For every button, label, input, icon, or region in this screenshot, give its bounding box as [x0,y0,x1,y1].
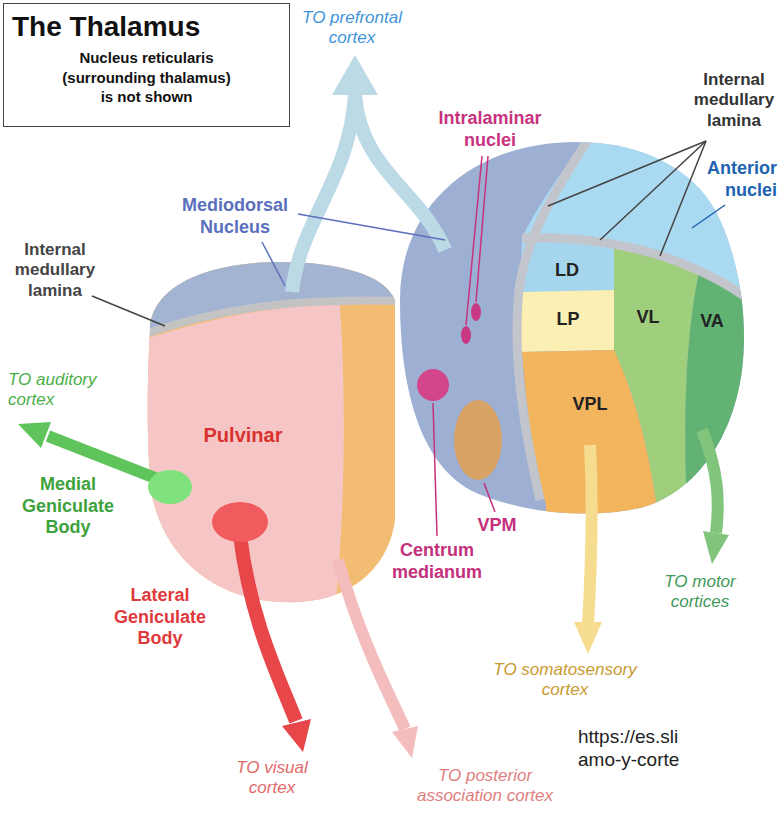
projection-arrow [588,445,592,624]
leader-line [433,403,437,536]
medial-geniculate-shape [148,470,192,504]
label-slot: Anterior nuclei [703,158,777,201]
label-slot: LP [556,309,579,331]
projection-arrow [292,94,355,292]
projection-arrow [355,94,445,250]
label-slot: TO auditory cortex [8,370,100,411]
region-outline [680,262,775,534]
label-slot: TO posterior association cortex [415,766,555,807]
leader-line [262,242,285,286]
diagram-title: The Thalamus [12,10,200,44]
lamina-band [522,238,750,300]
label-slot: VPL [572,394,607,416]
nucleus-name: LD [555,260,579,282]
projection-target: TO motor cortices [663,572,738,613]
lamina-band [128,300,400,340]
arrow-head [703,531,729,564]
label-slot: TO prefrontal cortex [301,8,404,49]
structure-label: Medial Geniculate Body [20,474,116,539]
structure-label: Intralaminar nuclei [437,108,544,151]
structure-label: Centrum medianum [390,540,484,583]
label-slot: Internal medullary lamina [13,240,97,301]
intralaminar-dot [471,303,481,321]
label-slot: Pulvinar [204,423,283,447]
label-slot: VA [700,311,724,333]
structure-label: Internal medullary lamina [692,70,776,131]
projection-target: TO visual cortex [235,758,310,799]
projection-target: TO prefrontal cortex [301,8,404,49]
label-slot: Mediodorsal Nucleus [180,195,290,238]
source-watermark: https://es.sli amo-y-corte [578,726,683,772]
region-fill [685,268,770,530]
label-slot: TO visual cortex [235,758,310,799]
region-fill [522,350,660,530]
nucleus-region: LP [516,286,620,356]
projection-target: TO auditory cortex [8,370,100,411]
structure-label: Internal medullary lamina [13,240,97,301]
leader-line [660,141,706,256]
note-text: Nucleus reticularis (surrounding thalamu… [61,48,233,107]
projection-arrow [702,430,718,533]
label-slot: TO motor cortices [663,572,738,613]
region-fill [520,290,614,352]
nucleus-region: VA [680,262,775,534]
label-slot: Centrum medianum [390,540,484,583]
label-slot: Internal medullary lamina [692,70,776,131]
nucleus-name: Pulvinar [204,423,283,447]
leader-line [548,141,706,206]
arrow-head [392,726,418,758]
structure-label: Anterior nuclei [703,158,777,201]
leader-line [692,205,725,228]
lateral-geniculate-shape [212,502,268,542]
arrow-head [332,55,378,95]
label-slot: Intralaminar nuclei [437,108,544,151]
structure-label: Mediodorsal Nucleus [180,195,290,238]
projection-target: TO posterior association cortex [415,766,555,807]
projection-arrow [240,535,296,721]
nucleus-name: VA [700,311,724,333]
leader-line [484,483,495,512]
nucleus-name: LP [556,309,579,331]
label-slot: The Thalamus [12,10,200,44]
lamina-band [517,140,588,500]
label-slot: VPM [476,515,518,537]
label-slot: Medial Geniculate Body [20,474,116,539]
region-fill [520,238,616,295]
structure-label: Lateral Geniculate Body [112,585,208,650]
leader-line [600,141,706,240]
region-outline [515,345,665,535]
nucleus-region: VPL [515,345,665,535]
nucleus-name: VL [636,307,659,329]
leader-line [92,296,165,326]
arrow-head [574,622,602,654]
label-slot: Lateral Geniculate Body [112,585,208,650]
structure-label: VPM [476,515,518,537]
arrow-head [18,422,51,448]
label-slot: VL [636,307,659,329]
nucleus-name: VPL [572,394,607,416]
label-slot: LD [555,260,579,282]
nucleus-region: LD [516,234,620,298]
leader-line [298,214,445,240]
leader-line [466,156,482,325]
leader-line [476,156,488,302]
projection-arrow [338,560,405,729]
label-slot: TO somatosensory cortex [492,660,639,701]
arrow-head [282,719,311,752]
label-slot: https://es.sli amo-y-corte [578,726,683,772]
projection-target: TO somatosensory cortex [492,660,639,701]
vpm-region [454,400,502,480]
centrum-medianum-dot [417,369,449,401]
intralaminar-dot [461,326,471,344]
